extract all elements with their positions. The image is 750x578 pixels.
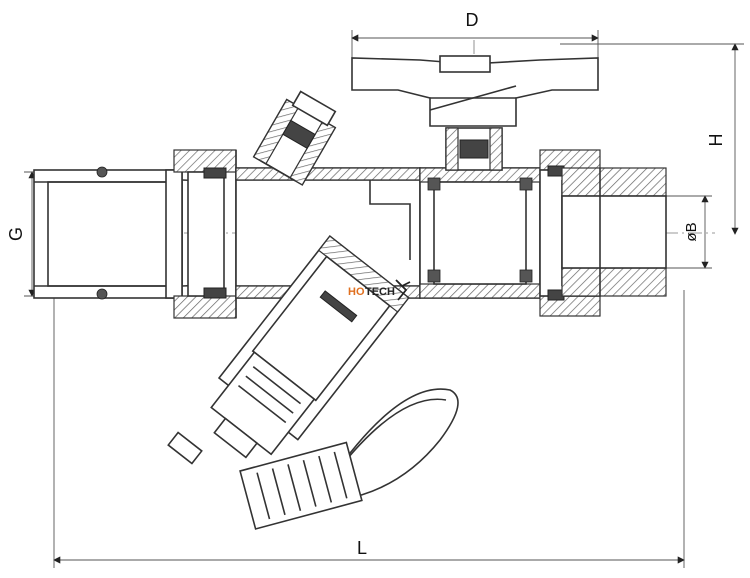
ball-valve-body bbox=[419, 167, 541, 299]
dimension-label-g: G bbox=[6, 227, 26, 241]
butterfly-handle[interactable] bbox=[351, 55, 599, 127]
left-union-nut bbox=[173, 149, 237, 319]
measuring-port bbox=[252, 90, 337, 186]
dimension-label-h: H bbox=[706, 134, 726, 147]
valve-stem bbox=[445, 127, 503, 171]
dimension-label-d: D bbox=[466, 10, 479, 30]
protective-cap bbox=[167, 388, 459, 530]
logo-text-tech: TECH bbox=[365, 286, 395, 298]
dimension-label-b: øB bbox=[683, 222, 700, 241]
logo-text-ho: HO bbox=[348, 286, 365, 298]
right-pipe-socket bbox=[561, 167, 667, 297]
left-press-fitting bbox=[33, 166, 215, 300]
dimension-lines bbox=[24, 30, 744, 568]
dimension-label-l: L bbox=[357, 538, 367, 558]
hotech-logo: HO TECH bbox=[348, 279, 411, 301]
balancing-head bbox=[210, 235, 410, 459]
